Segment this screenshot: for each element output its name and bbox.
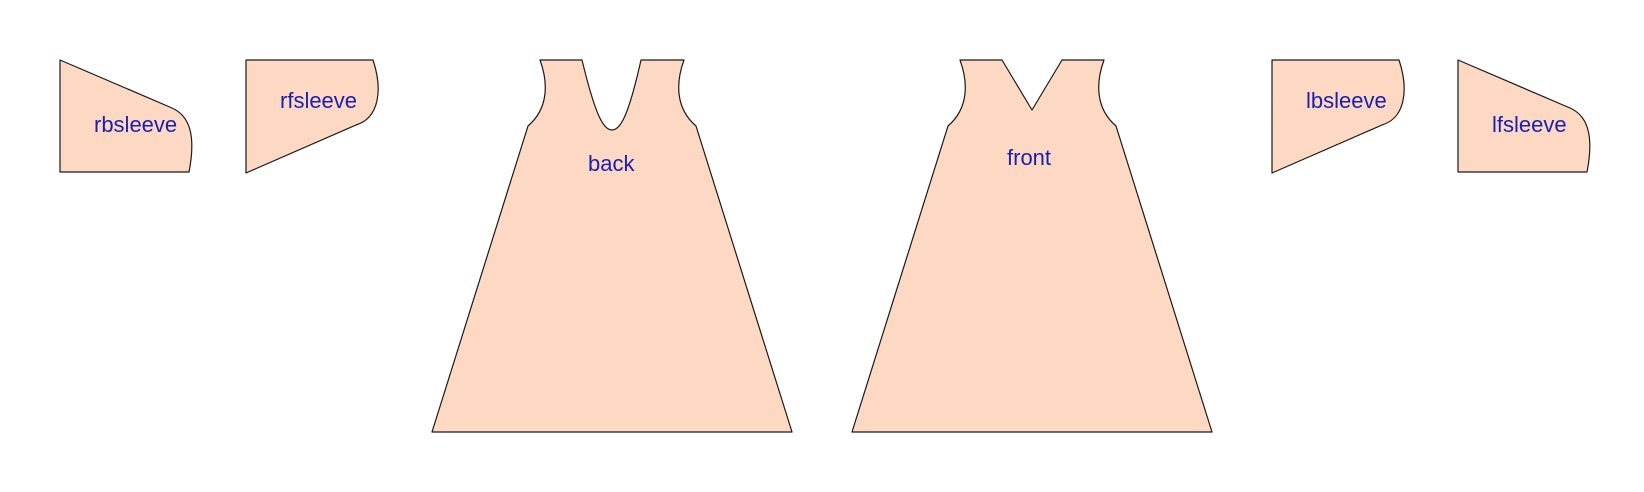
back-label: back (588, 151, 635, 176)
rbsleeve-shape (59, 59, 193, 173)
rbsleeve-piece: rbsleeve (59, 59, 193, 173)
front-shape (851, 59, 1213, 433)
lfsleeve-shape (1457, 59, 1591, 173)
back-piece: back (431, 59, 793, 433)
lfsleeve-label: lfsleeve (1492, 112, 1567, 137)
back-shape (431, 59, 793, 433)
lfsleeve-piece: lfsleeve (1457, 59, 1591, 173)
rbsleeve-label: rbsleeve (94, 112, 177, 137)
front-piece: front (851, 59, 1213, 433)
rfsleeve-shape (245, 59, 379, 174)
front-label: front (1007, 145, 1051, 170)
rfsleeve-piece: rfsleeve (245, 59, 379, 174)
lbsleeve-shape (1271, 59, 1405, 174)
lbsleeve-piece: lbsleeve (1271, 59, 1405, 174)
lbsleeve-label: lbsleeve (1306, 88, 1387, 113)
rfsleeve-label: rfsleeve (280, 88, 357, 113)
